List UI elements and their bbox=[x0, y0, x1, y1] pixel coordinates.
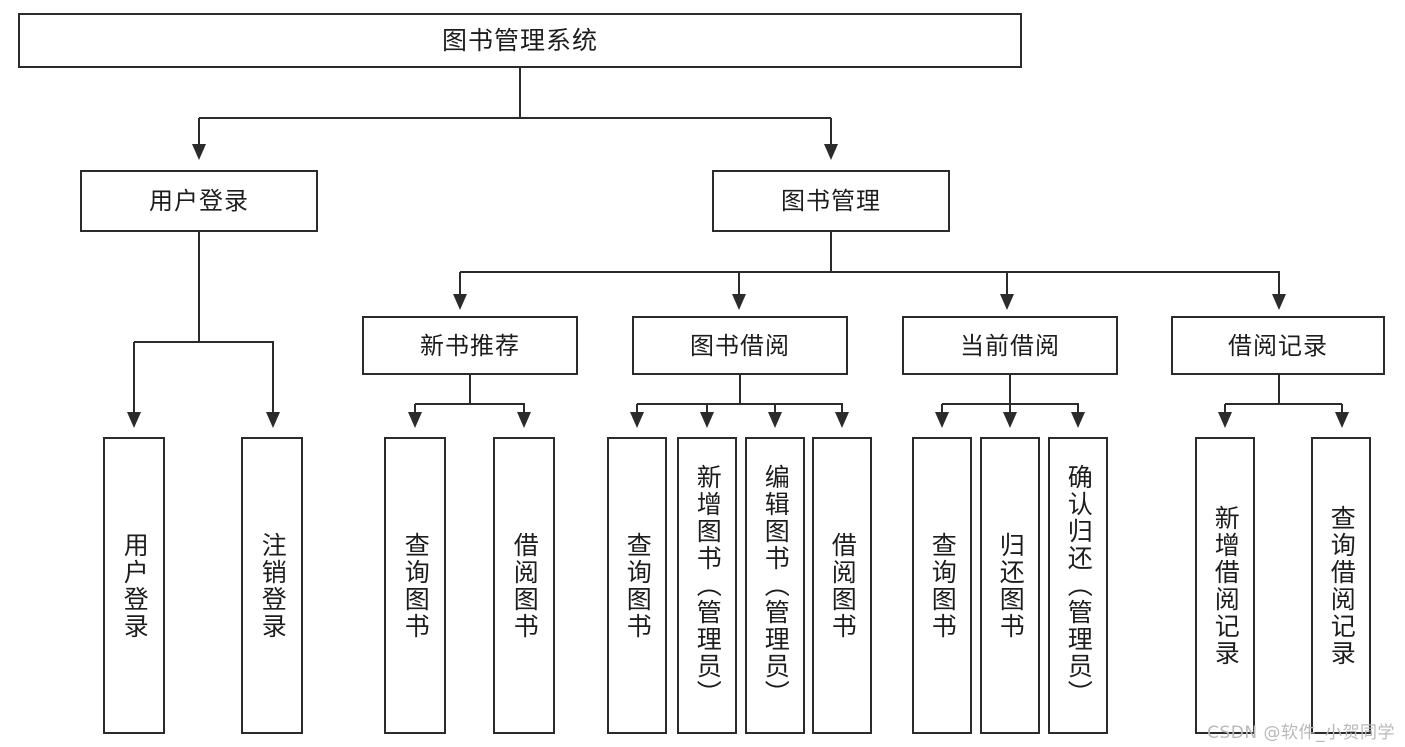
node-label: 当前借阅 bbox=[960, 331, 1060, 360]
node-label: 借阅记录 bbox=[1228, 331, 1328, 360]
arrow-to-leaf-logout bbox=[266, 412, 280, 428]
node-label: 查询图书 bbox=[623, 531, 653, 640]
connector-drop-leaf-borrow-book-2 bbox=[841, 404, 843, 414]
connector-drop-leaf-add-record bbox=[1224, 404, 1226, 414]
node-leaf-query-book-2[interactable]: 查询图书 bbox=[607, 437, 667, 734]
arrow-to-leaf-query-book-2 bbox=[630, 412, 644, 428]
connector-root-stem bbox=[519, 68, 521, 118]
connector-borrow-record-stem bbox=[1278, 375, 1280, 404]
connector-drop-leaf-add-book bbox=[706, 404, 708, 414]
connector-book-borrow-bus bbox=[637, 403, 843, 405]
node-leaf-return-book[interactable]: 归还图书 bbox=[980, 437, 1040, 734]
node-root-book-management-system[interactable]: 图书管理系统 bbox=[18, 13, 1022, 68]
connector-level2-drop-user-login bbox=[198, 118, 200, 146]
connector-drop-leaf-query-book-3 bbox=[941, 404, 943, 414]
connector-drop-leaf-query-book-2 bbox=[636, 404, 638, 414]
connector-level3-bus bbox=[460, 271, 1280, 273]
connector-drop-leaf-query-record bbox=[1341, 404, 1343, 414]
arrow-to-user-login bbox=[192, 144, 206, 160]
node-user-login[interactable]: 用户登录 bbox=[80, 170, 318, 232]
arrow-to-book-manage bbox=[824, 144, 838, 160]
node-label: 新增借阅记录 bbox=[1211, 504, 1241, 667]
arrow-to-leaf-borrow-book-2 bbox=[835, 412, 849, 428]
node-leaf-confirm-return[interactable]: 确认归还（管理员） bbox=[1048, 437, 1108, 734]
connector-drop-leaf-edit-book bbox=[774, 404, 776, 414]
connector-drop-new-book-rec bbox=[459, 272, 461, 296]
node-label: 用户登录 bbox=[149, 187, 249, 215]
connector-user-login-stem bbox=[198, 232, 200, 342]
connector-level2-drop-book-manage bbox=[830, 118, 832, 146]
node-label: 归还图书 bbox=[996, 531, 1026, 640]
connector-drop-leaf-logout bbox=[272, 342, 274, 414]
arrow-to-current-borrow bbox=[1000, 294, 1014, 310]
node-label: 借阅图书 bbox=[510, 531, 540, 640]
arrow-to-leaf-add-book bbox=[700, 412, 714, 428]
node-current-borrowing[interactable]: 当前借阅 bbox=[902, 316, 1118, 375]
arrow-to-book-borrow bbox=[732, 294, 746, 310]
node-leaf-add-book[interactable]: 新增图书（管理员） bbox=[677, 437, 737, 734]
node-label: 图书借阅 bbox=[690, 331, 790, 360]
connector-drop-leaf-borrow-book-1 bbox=[523, 404, 525, 414]
connector-drop-book-borrow bbox=[738, 272, 740, 296]
connector-drop-leaf-user-login bbox=[133, 342, 135, 414]
arrow-to-leaf-add-record bbox=[1218, 412, 1232, 428]
node-label: 借阅图书 bbox=[828, 531, 858, 640]
connector-level2-bus bbox=[199, 117, 831, 119]
node-new-book-recommendation[interactable]: 新书推荐 bbox=[362, 316, 578, 375]
node-label: 图书管理 bbox=[781, 187, 881, 215]
arrow-to-leaf-confirm-return bbox=[1071, 412, 1085, 428]
connector-drop-borrow-record bbox=[1278, 272, 1280, 296]
arrow-to-borrow-record bbox=[1272, 294, 1286, 310]
arrow-to-leaf-query-record bbox=[1335, 412, 1349, 428]
node-leaf-query-book-1[interactable]: 查询图书 bbox=[384, 437, 446, 734]
connector-borrow-record-bus bbox=[1225, 403, 1342, 405]
arrow-to-leaf-user-login bbox=[127, 412, 141, 428]
arrow-to-leaf-edit-book bbox=[768, 412, 782, 428]
arrow-to-leaf-query-book-3 bbox=[935, 412, 949, 428]
node-label: 确认归还（管理员） bbox=[1064, 464, 1094, 707]
connector-new-book-rec-stem bbox=[469, 375, 471, 404]
node-leaf-user-login[interactable]: 用户登录 bbox=[103, 437, 165, 734]
node-label: 新增图书（管理员） bbox=[693, 464, 723, 707]
node-label: 查询借阅记录 bbox=[1327, 504, 1357, 667]
node-leaf-logout[interactable]: 注销登录 bbox=[241, 437, 303, 734]
connector-new-book-rec-bus bbox=[415, 403, 525, 405]
connector-user-login-bus bbox=[134, 341, 274, 343]
csdn-watermark: CSDN @软件_小贺同学 bbox=[1207, 723, 1395, 743]
node-book-management[interactable]: 图书管理 bbox=[712, 170, 950, 232]
node-leaf-borrow-book-1[interactable]: 借阅图书 bbox=[493, 437, 555, 734]
node-book-borrowing[interactable]: 图书借阅 bbox=[632, 316, 848, 375]
arrow-to-new-book-rec bbox=[453, 294, 467, 310]
connector-drop-leaf-return-book bbox=[1009, 404, 1011, 414]
node-label: 查询图书 bbox=[928, 531, 958, 640]
node-label: 图书管理系统 bbox=[441, 26, 598, 55]
node-label: 新书推荐 bbox=[420, 331, 520, 360]
connector-drop-leaf-query-book-1 bbox=[414, 404, 416, 414]
node-label: 用户登录 bbox=[120, 531, 150, 640]
node-leaf-borrow-book-2[interactable]: 借阅图书 bbox=[812, 437, 872, 734]
arrow-to-leaf-query-book-1 bbox=[408, 412, 422, 428]
node-label: 注销登录 bbox=[258, 531, 288, 640]
arrow-to-leaf-borrow-book-1 bbox=[517, 412, 531, 428]
connector-drop-leaf-confirm-return bbox=[1077, 404, 1079, 414]
node-leaf-query-record[interactable]: 查询借阅记录 bbox=[1311, 437, 1371, 734]
node-leaf-add-record[interactable]: 新增借阅记录 bbox=[1195, 437, 1255, 734]
connector-drop-current-borrow bbox=[1006, 272, 1008, 296]
connector-current-borrow-stem bbox=[1009, 375, 1011, 404]
node-label: 编辑图书（管理员） bbox=[761, 464, 791, 707]
connector-book-borrow-stem bbox=[739, 375, 741, 404]
arrow-to-leaf-return-book bbox=[1003, 412, 1017, 428]
node-leaf-edit-book[interactable]: 编辑图书（管理员） bbox=[745, 437, 805, 734]
connector-book-manage-stem bbox=[830, 232, 832, 272]
node-label: 查询图书 bbox=[401, 531, 431, 640]
node-borrowing-record[interactable]: 借阅记录 bbox=[1171, 316, 1385, 375]
node-leaf-query-book-3[interactable]: 查询图书 bbox=[912, 437, 972, 734]
